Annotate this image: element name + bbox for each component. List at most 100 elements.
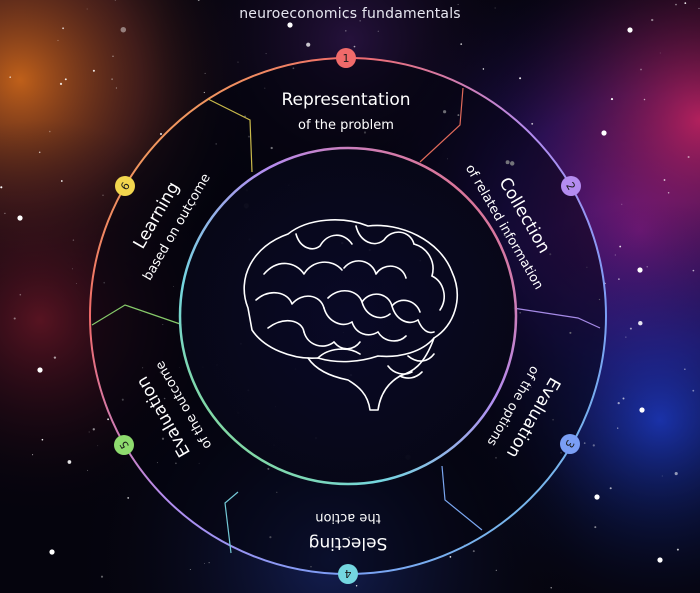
segment-title: Selecting xyxy=(309,533,388,553)
star xyxy=(594,526,597,529)
star xyxy=(692,269,695,272)
star xyxy=(675,3,677,6)
star xyxy=(62,27,65,30)
star xyxy=(638,320,643,326)
star xyxy=(204,72,206,74)
star xyxy=(88,431,90,433)
divider-6-1 xyxy=(207,98,253,173)
star xyxy=(208,562,210,564)
bright-star xyxy=(637,267,643,273)
star xyxy=(640,68,642,71)
star xyxy=(610,98,614,101)
star xyxy=(661,475,663,477)
star xyxy=(102,194,104,196)
star xyxy=(32,454,34,456)
divider-5-6 xyxy=(91,304,184,326)
step-badge-3: 3 xyxy=(560,434,580,454)
star xyxy=(114,0,116,1)
star xyxy=(519,77,522,80)
star xyxy=(692,389,695,392)
diagram-title: neuroeconomics fundamentals xyxy=(239,6,461,22)
star xyxy=(127,496,130,499)
star xyxy=(377,30,379,32)
star xyxy=(619,245,622,248)
star xyxy=(189,569,191,571)
star xyxy=(420,16,421,17)
star xyxy=(449,556,452,558)
bright-star xyxy=(17,215,23,221)
star xyxy=(674,472,678,476)
bright-star xyxy=(37,367,43,373)
star xyxy=(625,336,627,338)
star xyxy=(60,180,63,182)
star xyxy=(663,179,666,181)
segment-dividers xyxy=(91,87,601,554)
star xyxy=(115,87,117,89)
step-badge-5: 5 xyxy=(114,435,134,455)
star xyxy=(345,30,347,32)
star xyxy=(676,548,679,551)
badge-dot xyxy=(338,564,358,584)
badge-dot xyxy=(114,435,134,455)
star xyxy=(71,268,73,270)
segment-representation: Representation of the problem xyxy=(281,90,410,133)
star xyxy=(92,69,95,72)
star xyxy=(460,43,463,45)
star xyxy=(57,39,59,42)
bright-star xyxy=(594,494,600,500)
star xyxy=(687,155,690,159)
star xyxy=(482,68,485,70)
badge-dot xyxy=(561,176,581,196)
star xyxy=(684,368,686,370)
star xyxy=(75,283,77,284)
star xyxy=(494,7,496,9)
star xyxy=(67,460,72,464)
star xyxy=(64,78,67,81)
star xyxy=(609,487,612,490)
star xyxy=(387,13,389,15)
star xyxy=(265,53,267,55)
divider-4-5 xyxy=(224,491,239,554)
brain-icon xyxy=(243,219,458,411)
star xyxy=(353,45,356,48)
star xyxy=(100,575,104,578)
bright-star xyxy=(639,407,645,413)
badge-dot xyxy=(560,434,580,454)
star xyxy=(667,191,670,194)
star xyxy=(41,438,44,441)
divider-3-4 xyxy=(441,465,483,531)
star xyxy=(617,401,620,405)
star xyxy=(59,82,63,86)
star xyxy=(0,186,3,189)
divider-1-2 xyxy=(419,87,464,163)
star xyxy=(550,587,552,589)
bright-star xyxy=(657,557,663,563)
star xyxy=(13,317,16,320)
star xyxy=(53,356,57,359)
star xyxy=(592,444,595,447)
star xyxy=(306,42,311,47)
star xyxy=(345,16,348,19)
step-badge-6: 6 xyxy=(115,176,135,196)
star xyxy=(583,442,586,444)
step-badge-4: 4 xyxy=(338,564,358,584)
star xyxy=(614,254,616,256)
segment-title: Representation xyxy=(281,90,410,110)
star xyxy=(659,52,661,54)
star xyxy=(197,0,200,1)
star xyxy=(120,26,127,33)
star xyxy=(698,7,700,9)
badge-dot xyxy=(115,176,135,196)
star xyxy=(359,20,361,22)
star xyxy=(112,55,114,57)
star xyxy=(618,278,620,280)
star xyxy=(643,98,646,101)
star xyxy=(86,8,88,10)
star xyxy=(495,569,497,571)
star xyxy=(651,18,654,22)
star xyxy=(87,469,89,471)
star xyxy=(617,427,619,429)
segment-subtitle: the action xyxy=(315,510,380,525)
star xyxy=(19,293,22,296)
star xyxy=(38,151,41,154)
